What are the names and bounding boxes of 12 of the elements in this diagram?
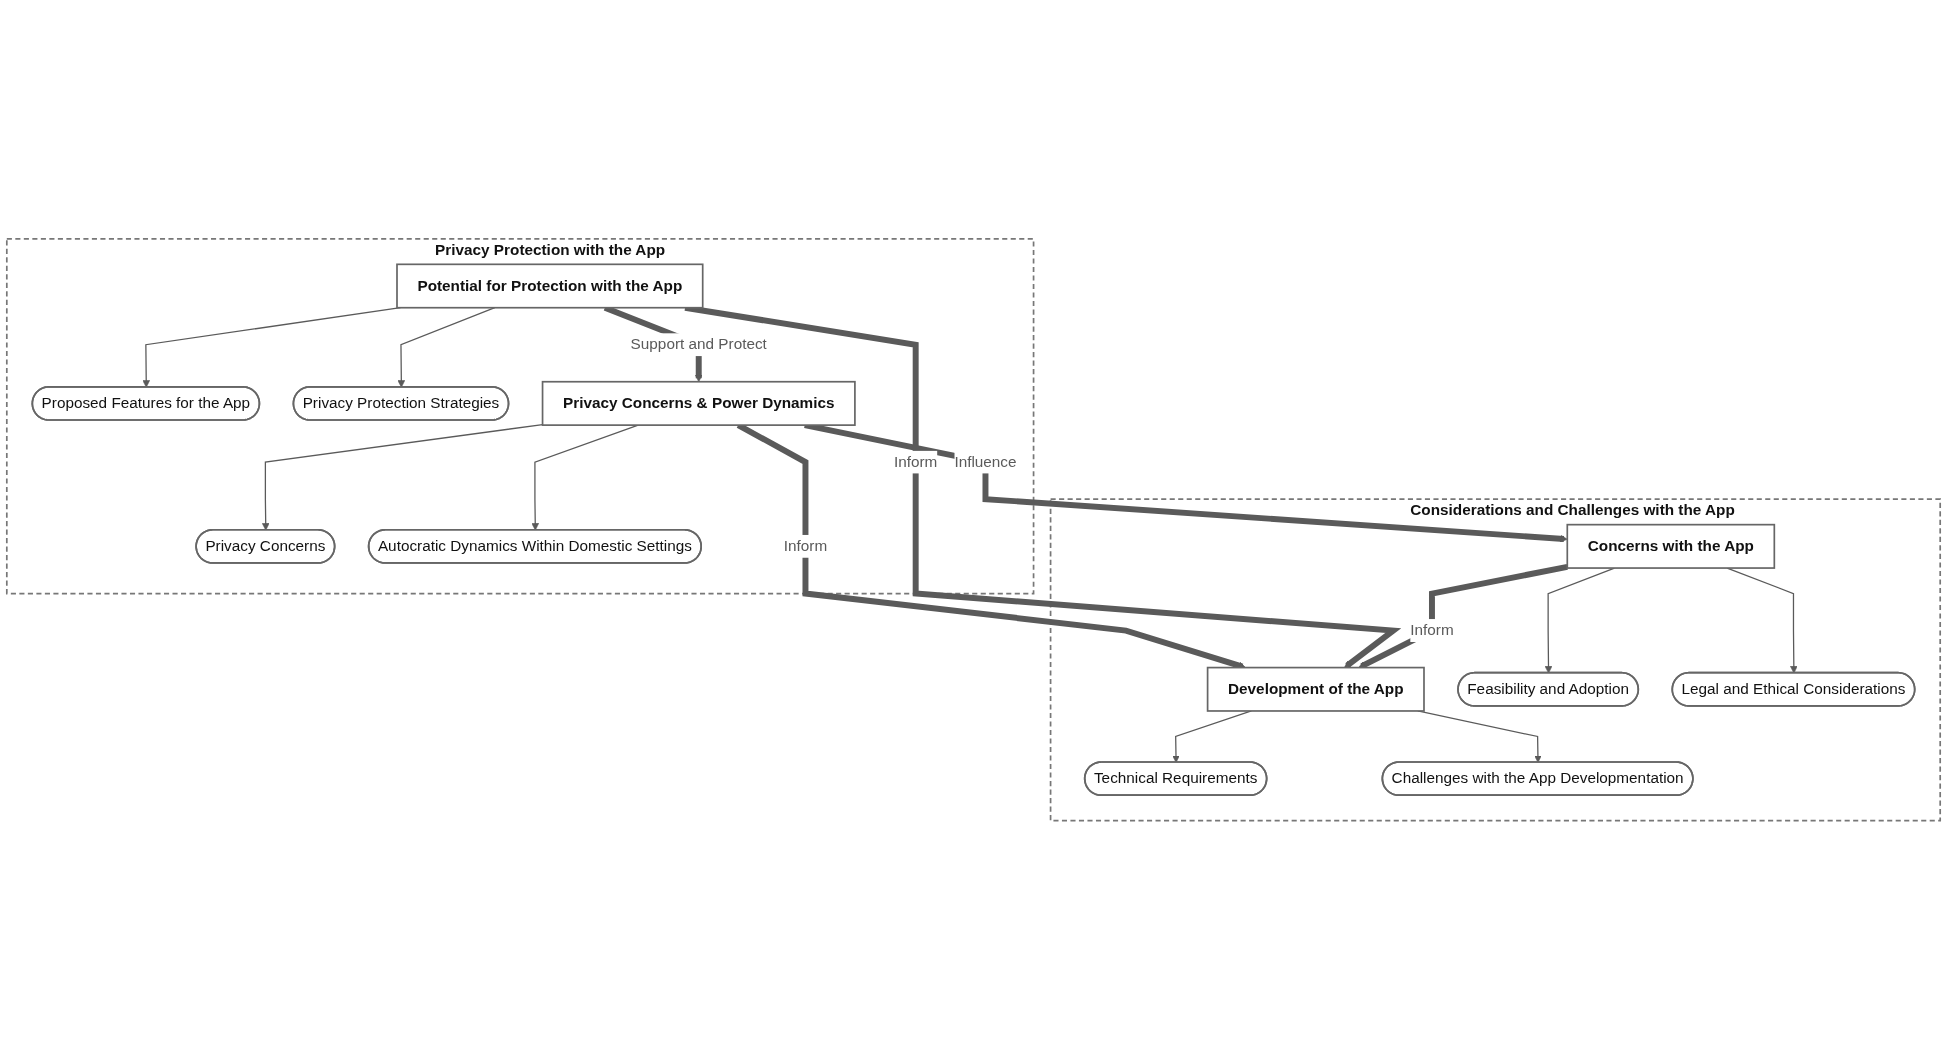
node-box: Privacy Concerns & Power Dynamics (541, 381, 856, 427)
arrow (1358, 564, 1568, 669)
node-box: Development of the App (1206, 666, 1425, 713)
arrow (261, 424, 544, 531)
node-box: Potential for Protection with the App (396, 263, 704, 309)
edge-label: Inform (783, 537, 828, 555)
edge-label: Inform (893, 453, 938, 471)
node-box: Concerns with the App (1566, 524, 1776, 570)
arrow (684, 305, 1402, 669)
edge-label: Support and Protect (630, 336, 767, 354)
edge-label: Inform (1410, 621, 1454, 639)
edge-label: Influence (954, 453, 1017, 471)
